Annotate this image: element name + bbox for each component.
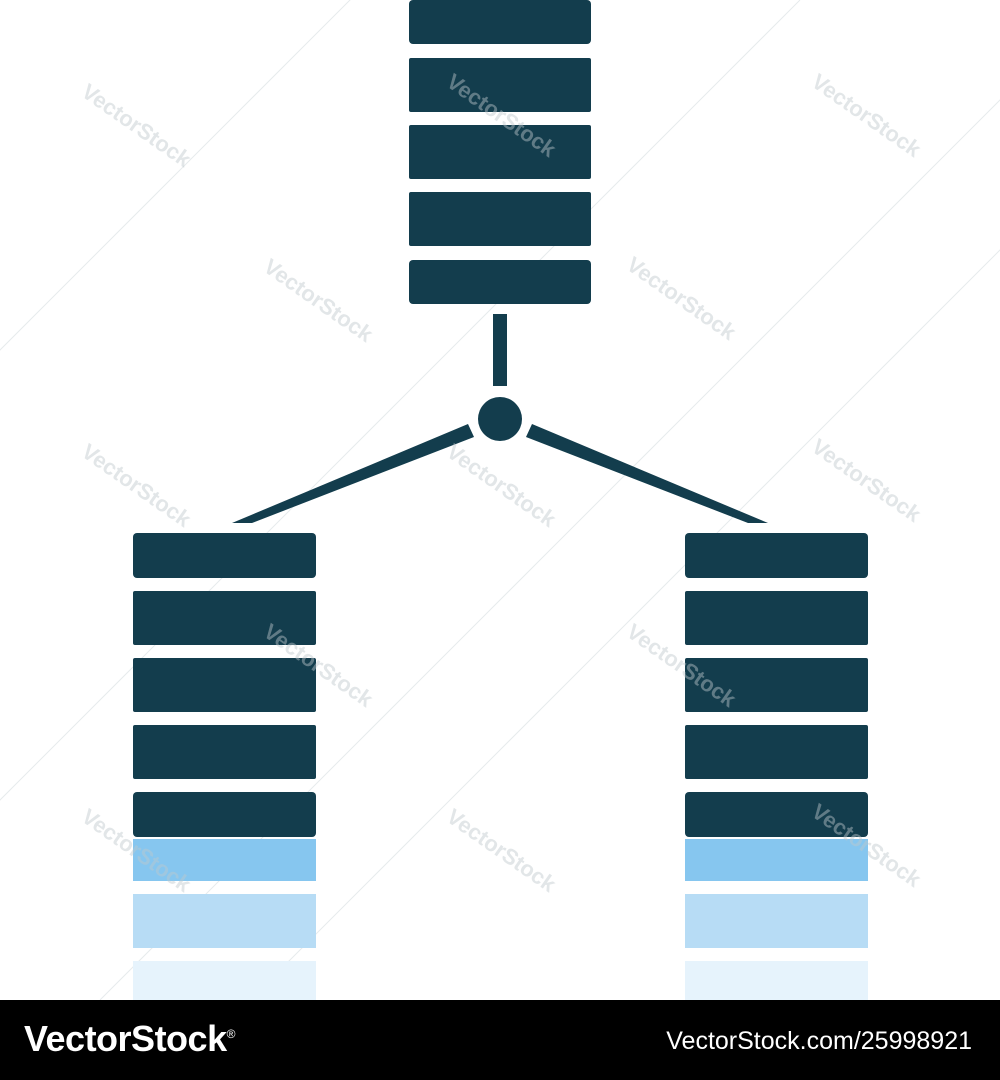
right-server: [685, 533, 868, 837]
top-server: [409, 0, 591, 304]
watermark-text: VectorStock: [442, 804, 561, 898]
image-canvas: VectorStock VectorStock VectorStock Vect…: [0, 0, 1000, 1000]
network-hub-node: [478, 397, 522, 441]
watermark-text: VectorStock: [77, 439, 196, 533]
watermark-text: VectorStock: [259, 254, 378, 348]
watermark-text: VectorStock: [77, 79, 196, 173]
connector-lines: [232, 314, 768, 523]
brand-name: VectorStock: [24, 1018, 227, 1059]
watermark-text: VectorStock: [622, 252, 741, 346]
left-server: [133, 533, 316, 837]
image-id: VectorStock.com/25998921: [666, 1027, 972, 1055]
registered-mark: ®: [226, 1027, 236, 1041]
watermark-text: VectorStock: [807, 69, 926, 163]
left-server-reflection: [133, 839, 316, 1000]
watermark-text: VectorStock: [442, 439, 561, 533]
network-illustration: VectorStock VectorStock VectorStock Vect…: [0, 0, 1000, 1000]
right-server-reflection: [685, 839, 868, 1000]
footer-bar: VectorStock® VectorStock.com/25998921: [0, 1000, 1000, 1080]
watermark-text: VectorStock: [807, 434, 926, 528]
brand-logo: VectorStock®: [24, 1018, 235, 1060]
